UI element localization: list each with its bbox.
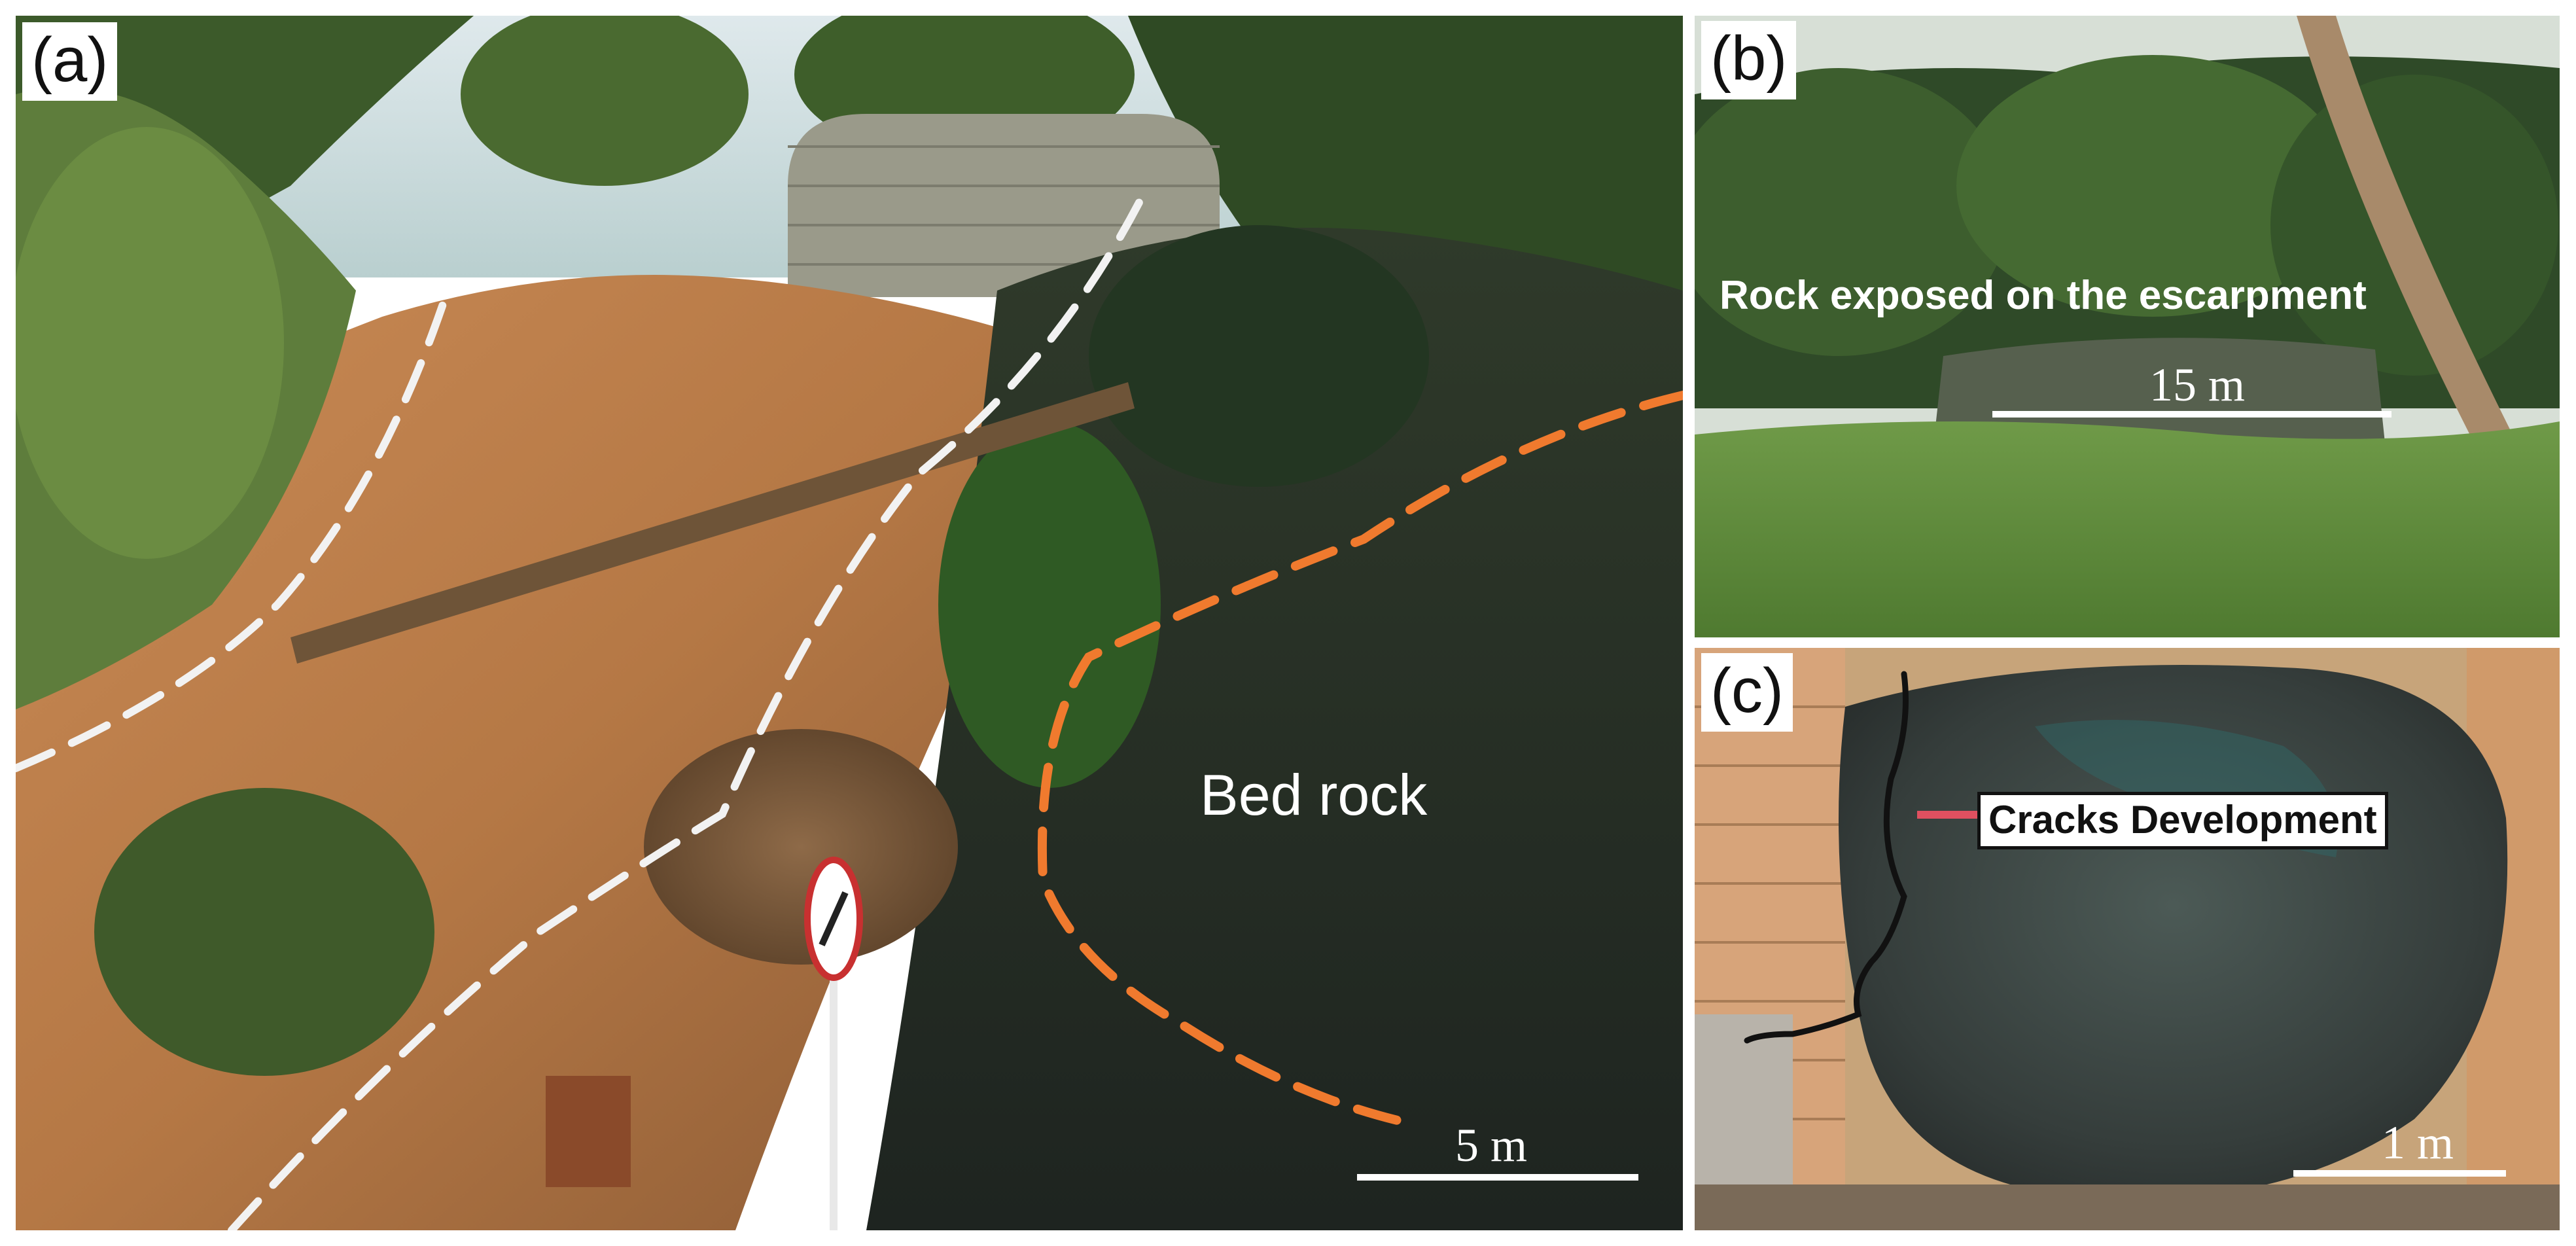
panel-c-scale-bar <box>2293 1170 2506 1177</box>
cracks-annotation: Cracks Development <box>1977 792 2388 849</box>
panel-c-label: (c) <box>1701 653 1793 732</box>
panel-c-scale-label: 1 m <box>2382 1116 2454 1169</box>
panel-b-label: (b) <box>1701 21 1797 99</box>
bedrock-annotation: Bed rock <box>1200 762 1428 827</box>
photo-panel-a: (a) Bed rock 5 m <box>16 16 1683 1230</box>
panel-b-photo <box>1695 16 2560 637</box>
panel-a-scale-label: 5 m <box>1455 1119 1528 1171</box>
panel-c-photo <box>1695 648 2560 1230</box>
panel-a-scale-bar <box>1357 1174 1638 1181</box>
panel-b-scale-label: 15 m <box>2149 359 2246 411</box>
escarpment-annotation: Rock exposed on the escarpment <box>1720 273 2367 318</box>
photo-panel-b: (b) Rock exposed on the escarpment 15 m <box>1695 16 2560 637</box>
panel-a-photo <box>16 16 1683 1230</box>
panel-b-scale-bar <box>1992 411 2391 418</box>
photo-panel-c: (c) Cracks Development 1 m <box>1695 648 2560 1230</box>
panel-a-label: (a) <box>22 22 118 101</box>
